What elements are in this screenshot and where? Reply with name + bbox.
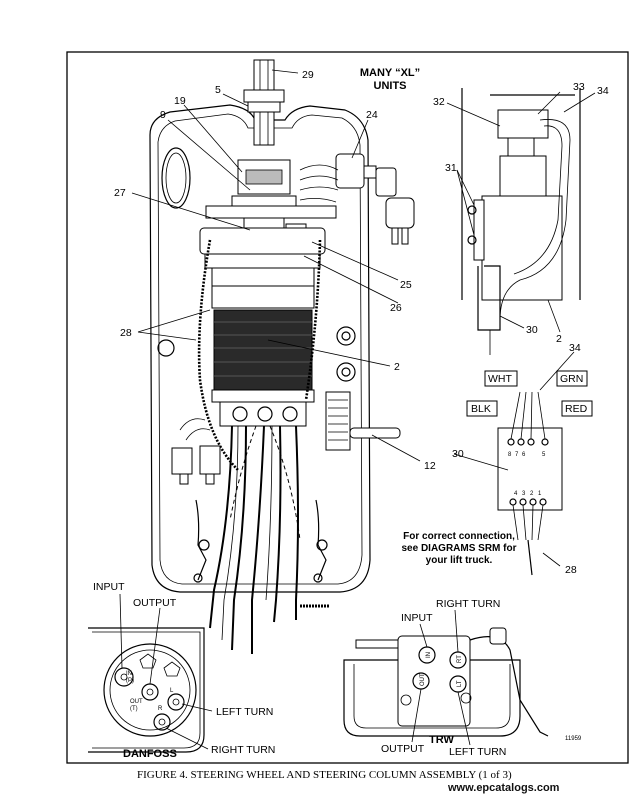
figure-frame (66, 51, 629, 764)
danfoss-port-p: (P) (126, 678, 134, 684)
wire-red: RED (565, 403, 588, 415)
callout-34b: 34 (569, 342, 581, 354)
wire-wht: WHT (488, 373, 512, 385)
trw-right-turn-label: RIGHT TURN (436, 598, 500, 610)
callout-5: 5 (215, 84, 221, 96)
callout-24: 24 (366, 109, 378, 121)
callout-30b: 30 (452, 448, 464, 460)
pin-6: 6 (522, 452, 526, 458)
danfoss-right-turn-label: RIGHT TURN (211, 744, 275, 756)
pin-2: 2 (530, 491, 534, 497)
trw-port-out: OUT (420, 673, 426, 686)
trw-inset (343, 627, 549, 737)
danfoss-port-l: L (170, 688, 174, 694)
xl-header-line2: UNITS (374, 80, 407, 92)
callout-34: 34 (597, 85, 609, 97)
pin-4: 4 (514, 491, 518, 497)
callout-29: 29 (302, 69, 314, 81)
callout-26: 26 (390, 302, 402, 314)
danfoss-inset (88, 627, 205, 753)
pin-5: 5 (542, 452, 546, 458)
trw-left-turn-label: LEFT TURN (449, 746, 506, 758)
note-line3: your lift truck. (426, 555, 493, 566)
figure-caption: FIGURE 4. STEERING WHEEL AND STEERING CO… (137, 769, 512, 781)
danfoss-r-port (153, 713, 171, 731)
reference-number: 11959 (565, 736, 582, 742)
danfoss-input-label: INPUT (93, 581, 125, 593)
trw-output-label: OUTPUT (381, 743, 425, 755)
note-line1: For correct connection, (403, 531, 515, 542)
callout-labels: 29 5 19 9 24 27 25 26 28 2 12 32 33 34 3… (114, 69, 609, 576)
callout-19: 19 (174, 95, 186, 107)
danfoss-in-port (114, 667, 134, 687)
danfoss-left-turn-label: LEFT TURN (216, 706, 273, 718)
callout-2: 2 (394, 361, 400, 373)
xl-unit-detail (461, 88, 581, 355)
connection-note: For correct connection, see DIAGRAMS SRM… (401, 531, 516, 566)
pin-3: 3 (522, 491, 526, 497)
danfoss-out-port (141, 683, 159, 701)
xl-header: MANY “XL” UNITS (360, 67, 420, 92)
danfoss-port-in: IN (126, 671, 132, 677)
trw-input-label: INPUT (401, 612, 433, 624)
danfoss-title: DANFOSS (123, 748, 177, 760)
wire-color-labels: WHT GRN BLK RED (466, 370, 593, 417)
trw-port-rt: RT (457, 655, 463, 663)
danfoss-port-r: R (158, 706, 163, 712)
callout-12: 12 (424, 460, 436, 472)
danfoss-port-t: (T) (130, 706, 138, 712)
wire-blk: BLK (471, 403, 491, 415)
callout-28: 28 (120, 327, 132, 339)
callout-30: 30 (526, 324, 538, 336)
watermark: www.epcatalogs.com (447, 782, 560, 794)
callout-25: 25 (400, 279, 412, 291)
trw-port-in: IN (426, 652, 432, 658)
callout-28b: 28 (565, 564, 577, 576)
xl-header-line1: MANY “XL” (360, 67, 420, 79)
pin-8: 8 (508, 452, 512, 458)
callout-32: 32 (433, 96, 445, 108)
pin-7: 7 (515, 452, 519, 458)
main-column-assembly (149, 59, 415, 654)
callout-31: 31 (445, 162, 457, 174)
callout-27: 27 (114, 187, 126, 199)
wire-grn: GRN (560, 373, 583, 385)
note-line2: see DIAGRAMS SRM for (401, 543, 516, 554)
danfoss-port-out: OUT (130, 699, 143, 705)
danfoss-labels: INPUT OUTPUT LEFT TURN RIGHT TURN DANFOS… (93, 581, 275, 760)
pin-1: 1 (538, 491, 542, 497)
callout-9: 9 (160, 109, 166, 121)
callout-33: 33 (573, 81, 585, 93)
trw-port-lt: LT (457, 680, 463, 687)
trw-title: TRW (429, 734, 454, 746)
connector-pin-numbers: 8 7 6 5 4 3 2 1 (508, 452, 546, 497)
danfoss-l-port (167, 693, 185, 711)
danfoss-output-label: OUTPUT (133, 597, 177, 609)
leader-lines (119, 69, 596, 750)
callout-2b: 2 (556, 333, 562, 345)
connector-30-detail (497, 391, 563, 576)
trw-labels: RIGHT TURN INPUT OUTPUT LEFT TURN TRW IN… (381, 598, 506, 758)
